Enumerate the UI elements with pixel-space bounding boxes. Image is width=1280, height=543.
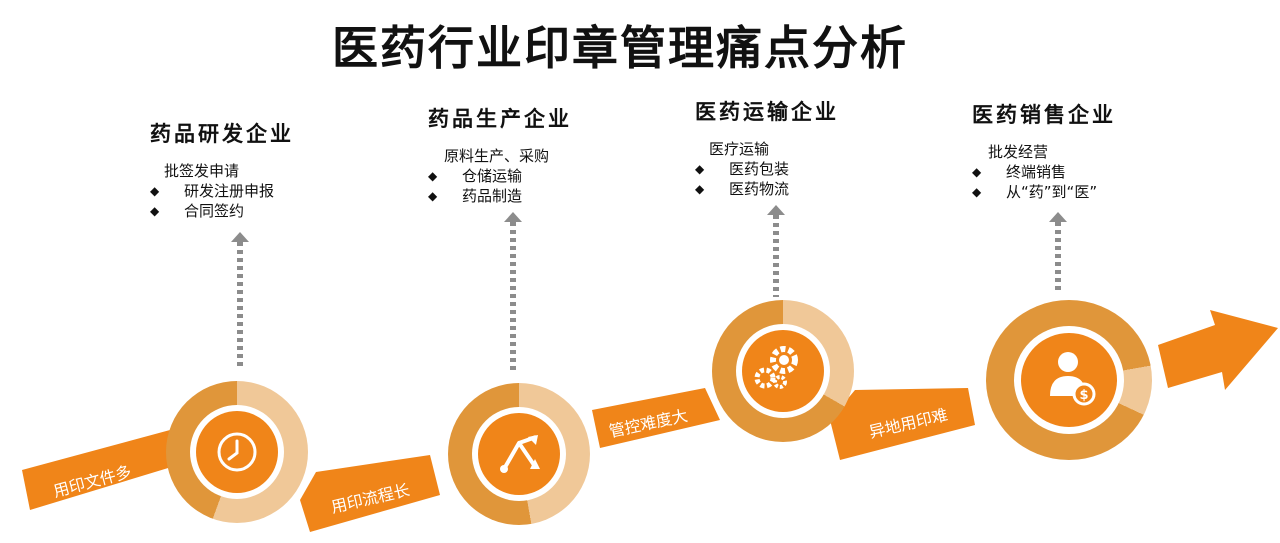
stage-intro: 医疗运输 <box>709 140 770 158</box>
list-item: ◆从“药”到“医” <box>972 183 1098 201</box>
bullet-icon: ◆ <box>695 182 705 196</box>
bullet-icon: ◆ <box>972 185 982 199</box>
stage-title: 医药运输企业 <box>695 100 839 124</box>
list-item: ◆医药物流 <box>695 180 790 198</box>
stage-intro: 原料生产、采购 <box>444 147 550 165</box>
arrow-up-icon <box>504 212 522 374</box>
stage-ring-4 <box>986 300 1152 460</box>
gears-icon <box>754 346 798 389</box>
stage-title: 医药销售企业 <box>972 103 1116 127</box>
stage-list: ◆研发注册申报 ◆合同签约 <box>150 181 380 221</box>
bullet-icon: ◆ <box>150 184 160 198</box>
ribbon-3 <box>592 388 720 448</box>
ribbon-4 <box>830 388 975 460</box>
stage-title: 药品生产企业 <box>428 107 572 131</box>
list-item: ◆仓储运输 <box>428 167 523 185</box>
stage-list: ◆终端销售 ◆从“药”到“医” <box>972 162 1202 202</box>
arrow-up-icon <box>767 205 785 297</box>
bullet-icon: ◆ <box>150 204 160 218</box>
ribbon-5 <box>1158 310 1278 390</box>
stage-2: 药品生产企业 原料生产、采购 ◆仓储运输 ◆药品制造 <box>428 103 658 206</box>
clock-icon <box>217 432 257 472</box>
ribbon-2 <box>300 455 440 532</box>
bullet-icon: ◆ <box>972 165 982 179</box>
list-item: ◆研发注册申报 <box>150 182 275 200</box>
person-dollar-icon: $ <box>1050 352 1096 406</box>
bullet-icon: ◆ <box>428 169 438 183</box>
list-item: ◆医药包装 <box>695 160 790 178</box>
stage-list: ◆医药包装 ◆医药物流 <box>695 159 925 199</box>
list-item: ◆药品制造 <box>428 187 523 205</box>
bullet-icon: ◆ <box>428 189 438 203</box>
arrow-up-icon <box>231 232 249 368</box>
bullet-icon: ◆ <box>695 162 705 176</box>
arrow-up-icon <box>1049 212 1067 292</box>
page-title: 医药行业印章管理痛点分析 <box>332 21 908 75</box>
ribbon-1 <box>22 430 178 510</box>
stage-4: 医药销售企业 批发经营 ◆终端销售 ◆从“药”到“医” <box>972 99 1202 202</box>
svg-text:$: $ <box>1079 388 1088 403</box>
stage-3: 医药运输企业 医疗运输 ◆医药包装 ◆医药物流 <box>695 96 925 199</box>
list-item: ◆终端销售 <box>972 163 1067 181</box>
stage-list: ◆仓储运输 ◆药品制造 <box>428 166 658 206</box>
stage-1: 药品研发企业 批签发申请 ◆研发注册申报 ◆合同签约 <box>150 118 380 221</box>
stage-intro: 批发经营 <box>988 143 1049 161</box>
stage-ring-2 <box>448 383 590 525</box>
list-item: ◆合同签约 <box>150 202 245 220</box>
stage-intro: 批签发申请 <box>164 162 240 180</box>
flow-arrows-icon <box>500 435 540 473</box>
stage-title: 药品研发企业 <box>150 122 294 146</box>
